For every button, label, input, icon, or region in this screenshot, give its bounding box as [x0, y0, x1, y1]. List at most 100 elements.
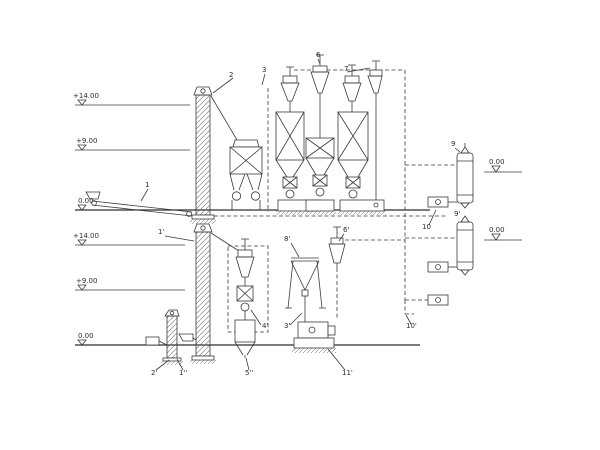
- surge-bin-upper: 3: [228, 66, 266, 211]
- equipment-label: 9': [454, 210, 460, 218]
- fan-icon: [435, 199, 441, 205]
- leader-line: [176, 358, 184, 371]
- elevator-head: [193, 223, 213, 233]
- x-brace-icon: [345, 176, 361, 189]
- equipment-label: 7: [344, 65, 348, 73]
- rotary-valve-icon: [250, 191, 261, 201]
- elevation-triangle-icon: [77, 144, 87, 151]
- elevation-triangle-icon: [77, 204, 87, 211]
- inlet-fitting: [460, 143, 470, 154]
- rotary-valve-icon: [348, 189, 358, 199]
- leader-line: [290, 242, 300, 258]
- machine-base: [293, 337, 335, 349]
- cyclone-cone-icon: [280, 82, 300, 102]
- cyclone-cap: [344, 75, 360, 84]
- feed-hopper-icon: [85, 191, 101, 200]
- cyclone-cap: [282, 75, 298, 84]
- equipment-label: 9: [451, 140, 455, 148]
- cyclone-assembly-a: [275, 66, 320, 215]
- vent-pipe: [316, 54, 324, 66]
- vent-pipe: [333, 226, 341, 238]
- dust-filter-upper: 9: [451, 140, 474, 209]
- equipment-label: 11': [342, 369, 353, 377]
- leader-line: [346, 67, 371, 73]
- equipment-label: 1'': [179, 369, 187, 377]
- foundation-hatch: [304, 211, 336, 215]
- leader-line: [245, 357, 250, 371]
- foundation-hatch: [190, 219, 216, 224]
- fan-group: 10 10': [405, 196, 457, 330]
- leader-line: [454, 147, 461, 153]
- pulley-icon: [186, 211, 192, 217]
- leader-line: [261, 73, 266, 86]
- elevation-triangle-icon: [77, 284, 87, 291]
- leader-line: [250, 309, 262, 326]
- vent-pipe: [372, 60, 380, 70]
- support-legs: [285, 260, 326, 309]
- filter-body: [456, 152, 474, 204]
- equipment-label: 8': [284, 235, 290, 243]
- x-brace-icon: [275, 111, 305, 161]
- elevation-value: +14.00: [73, 232, 99, 240]
- funnel: [234, 341, 256, 358]
- small-elevator-feeder: 2' 1'': [145, 309, 187, 377]
- hopper-rim: [291, 257, 319, 262]
- filter-flanges: [457, 160, 473, 196]
- bucket-elevator-lower: 1': [158, 223, 240, 364]
- pulley-icon: [91, 200, 97, 206]
- elevator-boot: [191, 355, 215, 361]
- head-pulley-icon: [200, 225, 206, 231]
- cyclone-cone-icon: [235, 256, 255, 278]
- twin-funnel: [229, 173, 263, 191]
- cyclone-cap: [237, 249, 253, 258]
- funnel: [337, 159, 369, 178]
- small-cyclone: 6': [328, 226, 349, 268]
- support-stand: [228, 200, 264, 211]
- equipment-label: 2: [229, 71, 233, 79]
- bin-cover: [232, 139, 260, 148]
- rotary-valve-icon: [240, 302, 250, 312]
- elevation-value: 0.00: [78, 197, 94, 205]
- equipment-label: 2': [151, 369, 157, 377]
- cyclone-cone-icon: [367, 75, 383, 94]
- leader-line: [405, 314, 412, 325]
- foundation-hatch: [338, 211, 386, 215]
- dust-filter-lower: 9': [454, 210, 474, 276]
- foundation-hatch: [276, 211, 320, 215]
- machine-base: [305, 199, 335, 212]
- cyclone-airlock-bin: 4' 5'': [234, 238, 268, 377]
- head-pulley-icon: [200, 88, 206, 94]
- elevation-triangle-icon: [77, 99, 87, 106]
- filter-flanges: [457, 229, 473, 263]
- x-brace-icon: [236, 285, 254, 302]
- x-brace-icon: [282, 176, 298, 189]
- rotary-valve-icon: [285, 189, 295, 199]
- belt: [91, 200, 193, 217]
- equipment-label: 3': [284, 322, 290, 330]
- elevation-value: 0.00: [78, 332, 94, 340]
- elevation-triangle-icon: [77, 239, 87, 246]
- feed-hopper-icon: [178, 333, 197, 342]
- machine-base: [339, 199, 385, 212]
- discharge-chute: [210, 232, 240, 252]
- vent-pipe: [241, 238, 249, 250]
- vent-pipe: [286, 66, 294, 76]
- foundation-hatch: [292, 348, 336, 353]
- fan-body: [427, 294, 449, 306]
- x-brace-icon: [337, 111, 369, 161]
- equipment-label: 10: [422, 223, 431, 231]
- filter-body: [456, 221, 474, 271]
- head-pulley-icon: [169, 310, 175, 316]
- elevation-triangle-icon: [491, 165, 501, 173]
- cyclone-cone-icon: [310, 71, 330, 94]
- equipment-label: 10': [406, 322, 417, 330]
- cyclone-cap: [330, 237, 344, 245]
- inlet-fitting: [460, 215, 470, 223]
- elevation-value: 0.00: [489, 226, 505, 234]
- leader-line: [155, 359, 170, 371]
- equipment-label: 1: [145, 181, 149, 189]
- fan-body: [427, 261, 449, 273]
- equipment-label: 5'': [245, 369, 253, 377]
- cyclone-cap: [369, 69, 383, 77]
